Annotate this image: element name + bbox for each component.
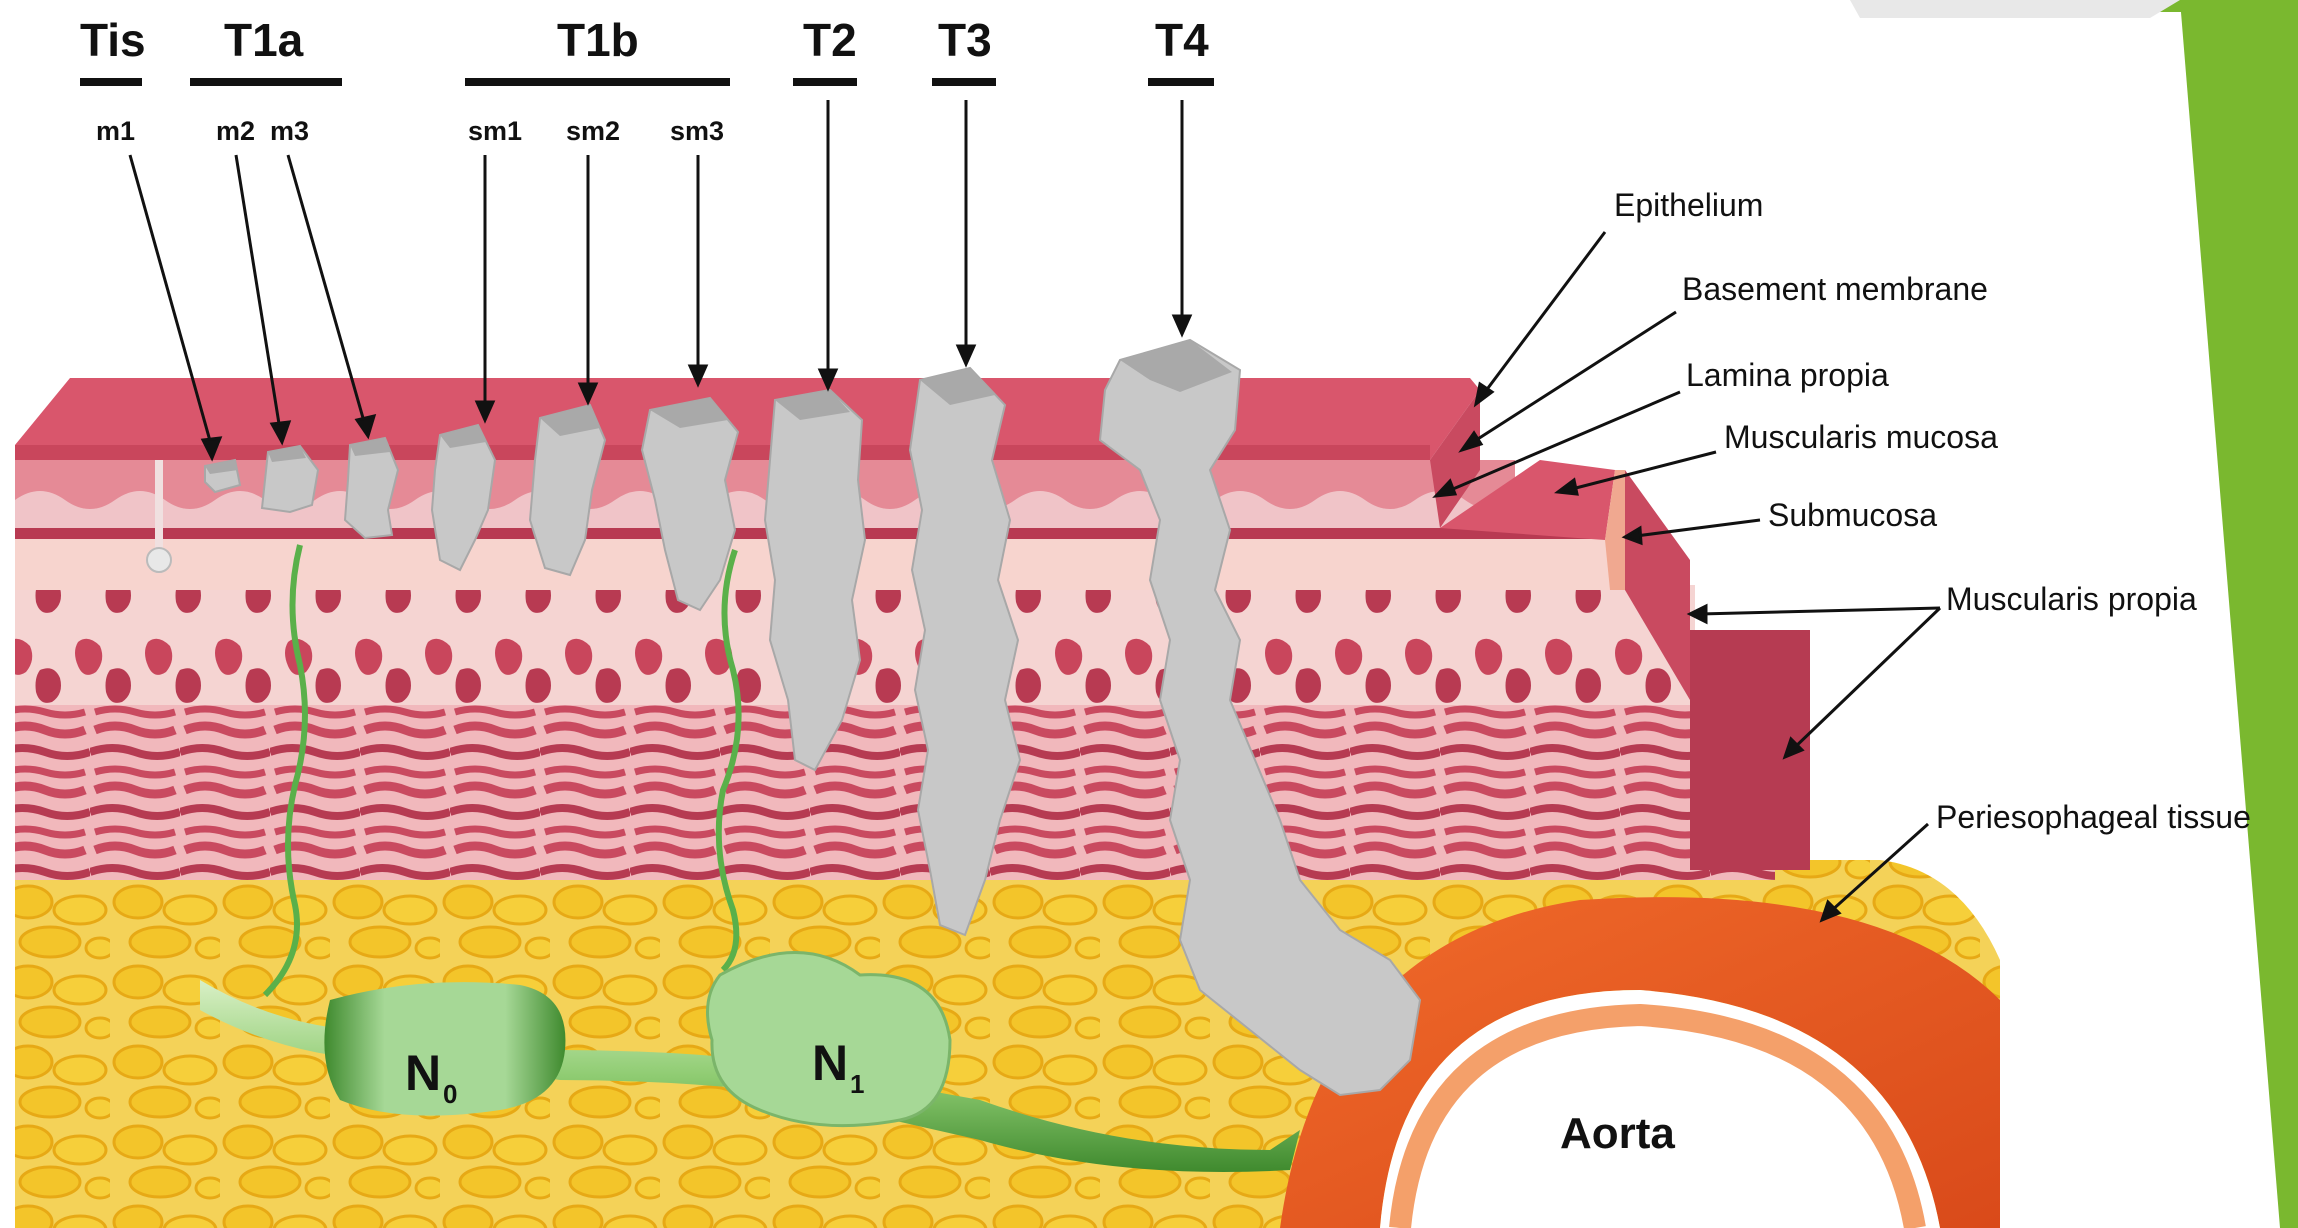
- label-submucosa: Submucosa: [1768, 497, 1937, 533]
- stage-t1b-label: T1b: [557, 14, 639, 66]
- stage-t4-label: T4: [1155, 14, 1209, 66]
- muscularis-propia-longitudinal: [15, 700, 1775, 880]
- stage-t3-label: T3: [938, 14, 992, 66]
- substage-m2-label: m2: [216, 116, 255, 146]
- n1-subscript: 1: [850, 1069, 864, 1099]
- label-basement-membrane: Basement membrane: [1682, 271, 1988, 307]
- stage-t2-label: T2: [803, 14, 857, 66]
- stage-tis-label: Tis: [80, 14, 146, 66]
- substage-sm2-label: sm2: [566, 116, 620, 146]
- substage-m3-label: m3: [270, 116, 309, 146]
- label-periesophageal-tissue: Periesophageal tissue: [1936, 799, 2251, 835]
- n0-subscript: 0: [443, 1079, 457, 1109]
- n0-label: N: [405, 1045, 441, 1101]
- label-muscularis-propia: Muscularis propia: [1946, 581, 2197, 617]
- substage-labels: m1 m2 m3 sm1 sm2 sm3: [96, 116, 724, 146]
- aorta-label: Aorta: [1560, 1109, 1675, 1158]
- lymph-node-n0: N 0: [324, 982, 565, 1115]
- substage-sm1-label: sm1: [468, 116, 522, 146]
- stage-t1a-label: T1a: [224, 14, 304, 66]
- label-muscularis-mucosa: Muscularis mucosa: [1724, 419, 1998, 455]
- label-lamina-propia: Lamina propia: [1686, 357, 1889, 393]
- substage-m1-label: m1: [96, 116, 135, 146]
- n1-label: N: [812, 1035, 848, 1091]
- label-epithelium: Epithelium: [1614, 187, 1763, 223]
- substage-sm3-label: sm3: [670, 116, 724, 146]
- stage-headers: Tis T1a T1b T2 T3 T4: [80, 14, 1214, 86]
